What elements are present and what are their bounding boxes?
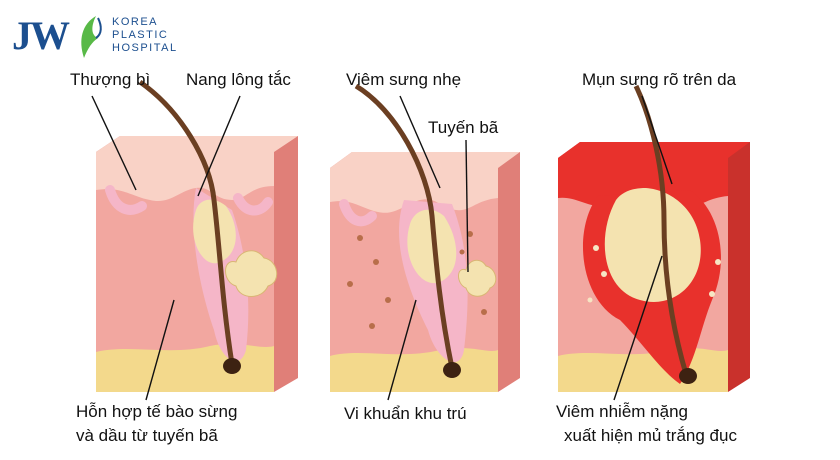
panel1-side xyxy=(96,136,298,392)
logo-line-3: HOSPITAL xyxy=(112,42,178,54)
panel1-fat xyxy=(96,344,274,392)
panel2-hair xyxy=(354,83,455,369)
label-visible-pimple: Mụn sưng rõ trên da xyxy=(582,70,737,89)
leaf-face-icon xyxy=(81,16,102,58)
logo-mark: JW xyxy=(12,13,70,58)
panel1-hair-bulb xyxy=(223,358,241,374)
panel2-epidermis xyxy=(330,168,498,213)
panel1-epidermis xyxy=(96,152,274,202)
label-mixture-line2: và dầu từ tuyến bã xyxy=(76,426,218,445)
panel3-white-cells xyxy=(587,245,721,303)
label-clogged-follicle: Nang lông tắc xyxy=(186,70,291,89)
panel3-hair xyxy=(633,84,689,375)
logo-line-1: KOREA xyxy=(112,16,159,28)
panel1-hair xyxy=(138,79,235,365)
panel-mild-inflammation xyxy=(330,83,520,392)
panel-clogged-pore xyxy=(96,79,298,392)
label-severe-line1: Viêm nhiễm nặng xyxy=(556,402,688,421)
label-mild-inflammation: Viêm sưng nhẹ xyxy=(346,70,462,89)
logo-line-2: PLASTIC xyxy=(112,29,169,41)
label-severe-line2: xuất hiện mủ trắng đục xyxy=(564,426,737,445)
label-sebaceous-gland: Tuyến bã xyxy=(428,118,499,137)
label-epidermis: Thượng bì xyxy=(70,70,151,89)
panel1-sebaceous-gland xyxy=(225,250,278,297)
panel1-sebum-plug xyxy=(193,199,236,264)
panel3-pus xyxy=(604,188,701,302)
hospital-logo: JW KOREA PLASTIC HOSPITAL xyxy=(12,10,212,70)
label-mixture-line1: Hỗn hợp tế bào sừng xyxy=(76,402,238,421)
label-bacteria: Vi khuẩn khu trú xyxy=(344,404,467,423)
panel2-bacteria xyxy=(347,231,487,329)
panel2-sebum xyxy=(407,209,457,284)
leader-lines xyxy=(91,95,673,401)
